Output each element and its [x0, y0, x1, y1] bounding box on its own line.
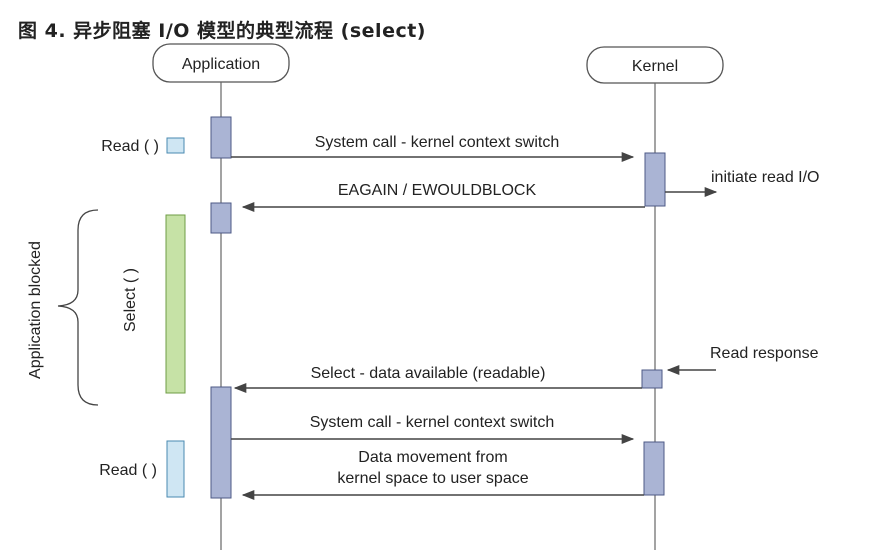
application-blocked-label: Application blocked — [27, 241, 44, 379]
application-lifeline-label: Application — [182, 56, 260, 73]
kernel-activation-3 — [643, 441, 665, 496]
app-activation-2 — [210, 202, 232, 234]
syscall-label-2: System call - kernel context switch — [310, 414, 555, 431]
read-label-1: Read ( ) — [101, 138, 159, 155]
initiate-read-label: initiate read I/O — [711, 169, 820, 186]
read-label-2: Read ( ) — [99, 462, 157, 479]
data-movement-label-line2: kernel space to user space — [337, 470, 528, 487]
app-activation-3 — [210, 386, 232, 499]
application-blocked-brace — [57, 209, 99, 406]
select-blocked-bar — [165, 214, 186, 394]
read-indicator-1 — [166, 137, 185, 154]
app-activation-1 — [210, 116, 232, 159]
read-indicator-2 — [166, 440, 185, 498]
eagain-label: EAGAIN / EWOULDBLOCK — [338, 182, 537, 199]
kernel-lifeline-label: Kernel — [632, 58, 678, 75]
select-label: Select ( ) — [122, 268, 139, 332]
select-available-label: Select - data available (readable) — [311, 365, 546, 382]
kernel-activation-2 — [641, 369, 663, 389]
page-title: 图 4. 异步阻塞 I/O 模型的典型流程 (select) — [18, 20, 426, 42]
read-response-label: Read response — [710, 345, 819, 362]
kernel-activation-1 — [644, 152, 666, 207]
syscall-label-1: System call - kernel context switch — [315, 134, 560, 151]
data-movement-label-line1: Data movement from — [358, 449, 507, 466]
